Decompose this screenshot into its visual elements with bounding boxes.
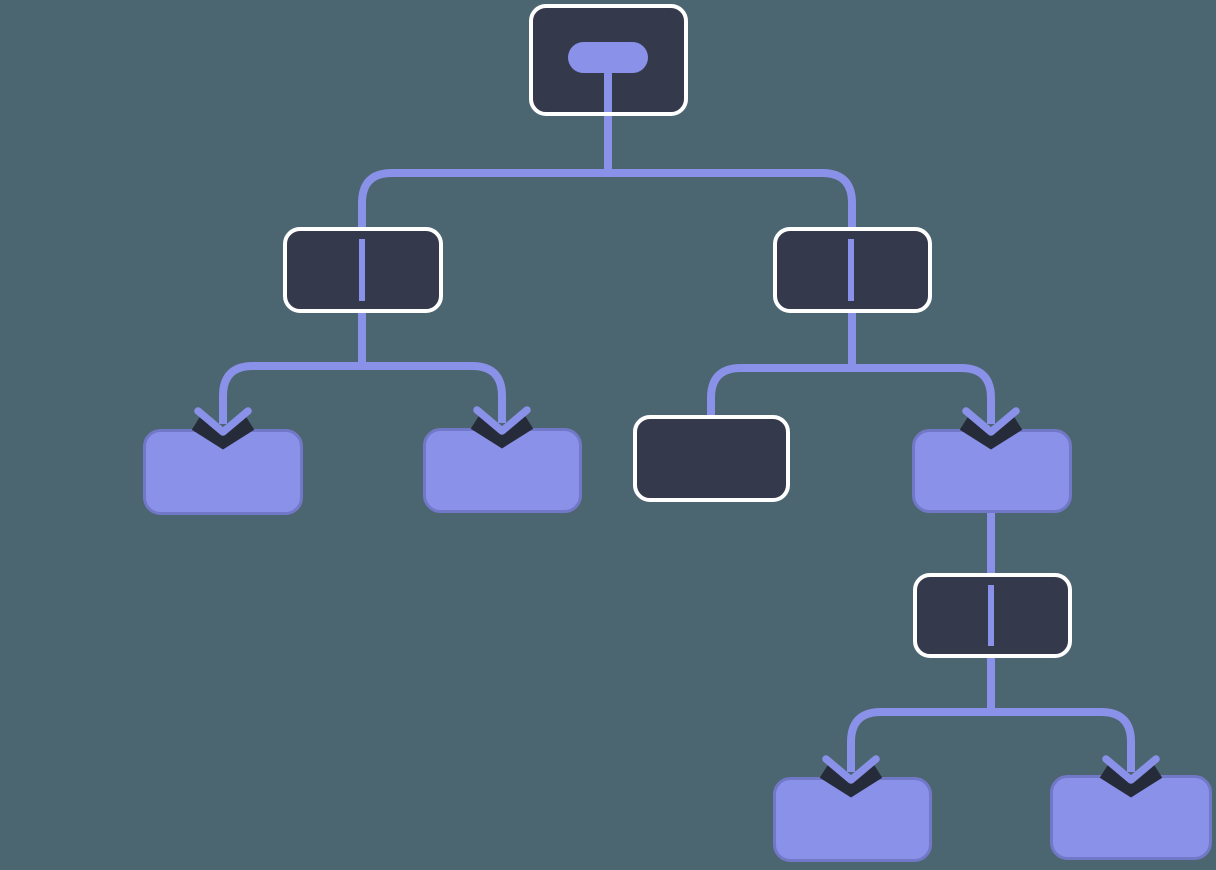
node-pass-d[interactable] bbox=[913, 573, 1072, 658]
edge-root-to-level2 bbox=[358, 116, 856, 227]
node-root[interactable] bbox=[529, 4, 688, 116]
chevron-down-icon bbox=[191, 407, 255, 450]
chevron-down-icon bbox=[819, 755, 883, 798]
pass-line-icon bbox=[359, 239, 365, 301]
node-dark-leaf[interactable] bbox=[633, 415, 790, 502]
node-layer bbox=[143, 4, 1212, 862]
edge-passleft-to-leaves bbox=[219, 313, 506, 424]
edge-layer bbox=[219, 116, 1135, 772]
arrowhead-layer bbox=[191, 406, 1163, 798]
edge-passd-to-leaves bbox=[847, 658, 1135, 772]
node-pass-left[interactable] bbox=[283, 227, 443, 313]
node-pass-right[interactable] bbox=[773, 227, 932, 313]
root-pill-stem bbox=[604, 70, 612, 112]
root-pill-icon bbox=[568, 42, 648, 73]
pass-line-icon bbox=[988, 585, 994, 646]
chevron-down-icon bbox=[959, 407, 1023, 450]
pass-line-icon bbox=[848, 239, 854, 301]
chevron-down-icon bbox=[470, 406, 534, 449]
chevron-down-icon bbox=[1099, 755, 1163, 798]
edge-passright-to-children bbox=[707, 313, 995, 424]
